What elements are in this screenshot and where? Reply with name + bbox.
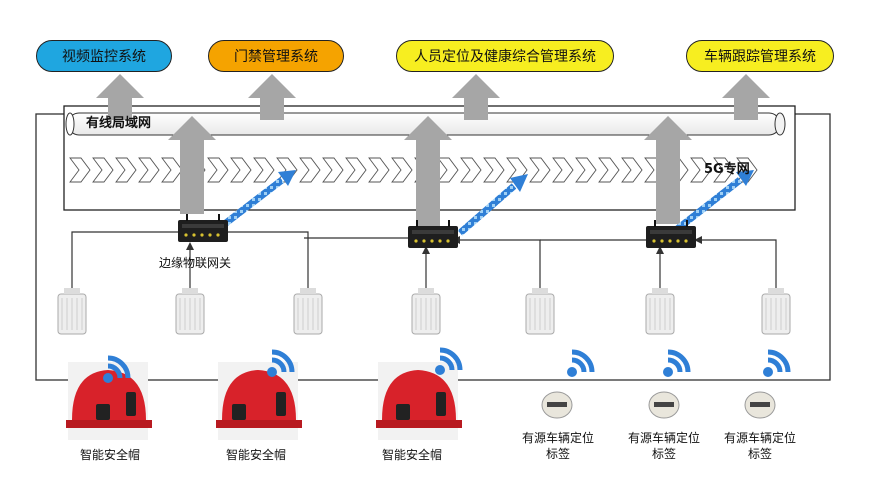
edge-gateway-3 <box>646 220 696 248</box>
chevron <box>713 157 735 183</box>
chevron <box>138 157 160 183</box>
chevron <box>598 157 620 183</box>
chevron <box>552 157 574 183</box>
vehicle-tag-1 <box>541 391 573 419</box>
5g-network-label: 5G专网 <box>704 162 750 177</box>
uplink-arrow-access <box>248 74 296 120</box>
vehicle-tag-label-1: 有源车辆定位标签 <box>522 431 595 461</box>
base-station-icon <box>761 288 791 335</box>
chevron <box>115 157 137 183</box>
chevron <box>483 157 505 183</box>
wifi-signal-icon <box>267 349 295 377</box>
vehicle-tag-label-2: 有源车辆定位标签 <box>628 431 701 461</box>
chevron <box>92 157 114 183</box>
gateway-uplink-1 <box>168 116 216 214</box>
chevron <box>69 157 91 183</box>
chevron <box>253 157 275 183</box>
helmet-label-2: 智能安全帽 <box>225 448 286 462</box>
chevron <box>299 157 321 183</box>
chevron <box>207 157 229 183</box>
wifi-signal-icon <box>663 349 691 377</box>
edge-gateway-1 <box>178 214 228 242</box>
helmet-label-1: 智能安全帽 <box>79 448 140 462</box>
base-station-icon <box>645 288 675 335</box>
wifi-signal-icon <box>435 347 463 375</box>
chevron <box>621 157 643 183</box>
base-station-icon <box>175 288 205 335</box>
signal-icons <box>103 347 791 383</box>
5g-network-chevrons <box>69 157 758 183</box>
chevron <box>529 157 551 183</box>
helmet-1 <box>66 362 152 440</box>
base-station-icon <box>57 288 87 335</box>
chevron <box>690 157 712 183</box>
chevron <box>575 157 597 183</box>
wifi-signal-icon <box>567 349 595 377</box>
chevron <box>345 157 367 183</box>
base-station-icon <box>525 288 555 335</box>
chevron <box>368 157 390 183</box>
sensor-links <box>71 231 777 292</box>
system-vehicle-tracking: 车辆跟踪管理系统 <box>686 40 834 72</box>
base-station-icon <box>411 288 441 335</box>
chevron <box>161 157 183 183</box>
chevron <box>230 157 252 183</box>
wifi-signal-icon <box>763 349 791 377</box>
helmet-3 <box>376 362 462 440</box>
vehicle-tag-label-3: 有源车辆定位标签 <box>724 431 797 461</box>
uplink-arrow-video <box>96 74 144 120</box>
wired-lan-label: 有线局域网 <box>86 116 152 131</box>
chevron <box>460 157 482 183</box>
vehicle-tag-3 <box>744 391 776 419</box>
system-access-control: 门禁管理系统 <box>208 40 344 72</box>
chevron <box>437 157 459 183</box>
wifi-signal-icon <box>103 355 131 383</box>
chevron <box>322 157 344 183</box>
uplink-arrow-personnel <box>452 74 500 120</box>
base-stations <box>57 288 791 335</box>
system-personnel-positioning: 人员定位及健康综合管理系统 <box>396 40 614 72</box>
chevron <box>391 157 413 183</box>
vehicle-tag-2 <box>648 391 680 419</box>
gateway-uplink-2 <box>404 116 452 226</box>
uplink-arrow-vehicle <box>722 74 770 120</box>
gateway-uplink-3 <box>644 116 692 224</box>
helmet-2 <box>216 362 302 440</box>
uplink-arrows <box>96 74 770 226</box>
base-station-icon <box>293 288 323 335</box>
system-video-surveillance: 视频监控系统 <box>36 40 172 72</box>
edge-gateway-label: 边缘物联网关 <box>158 256 231 270</box>
helmet-label-3: 智能安全帽 <box>381 448 442 462</box>
edge-gateway-2 <box>408 220 458 248</box>
